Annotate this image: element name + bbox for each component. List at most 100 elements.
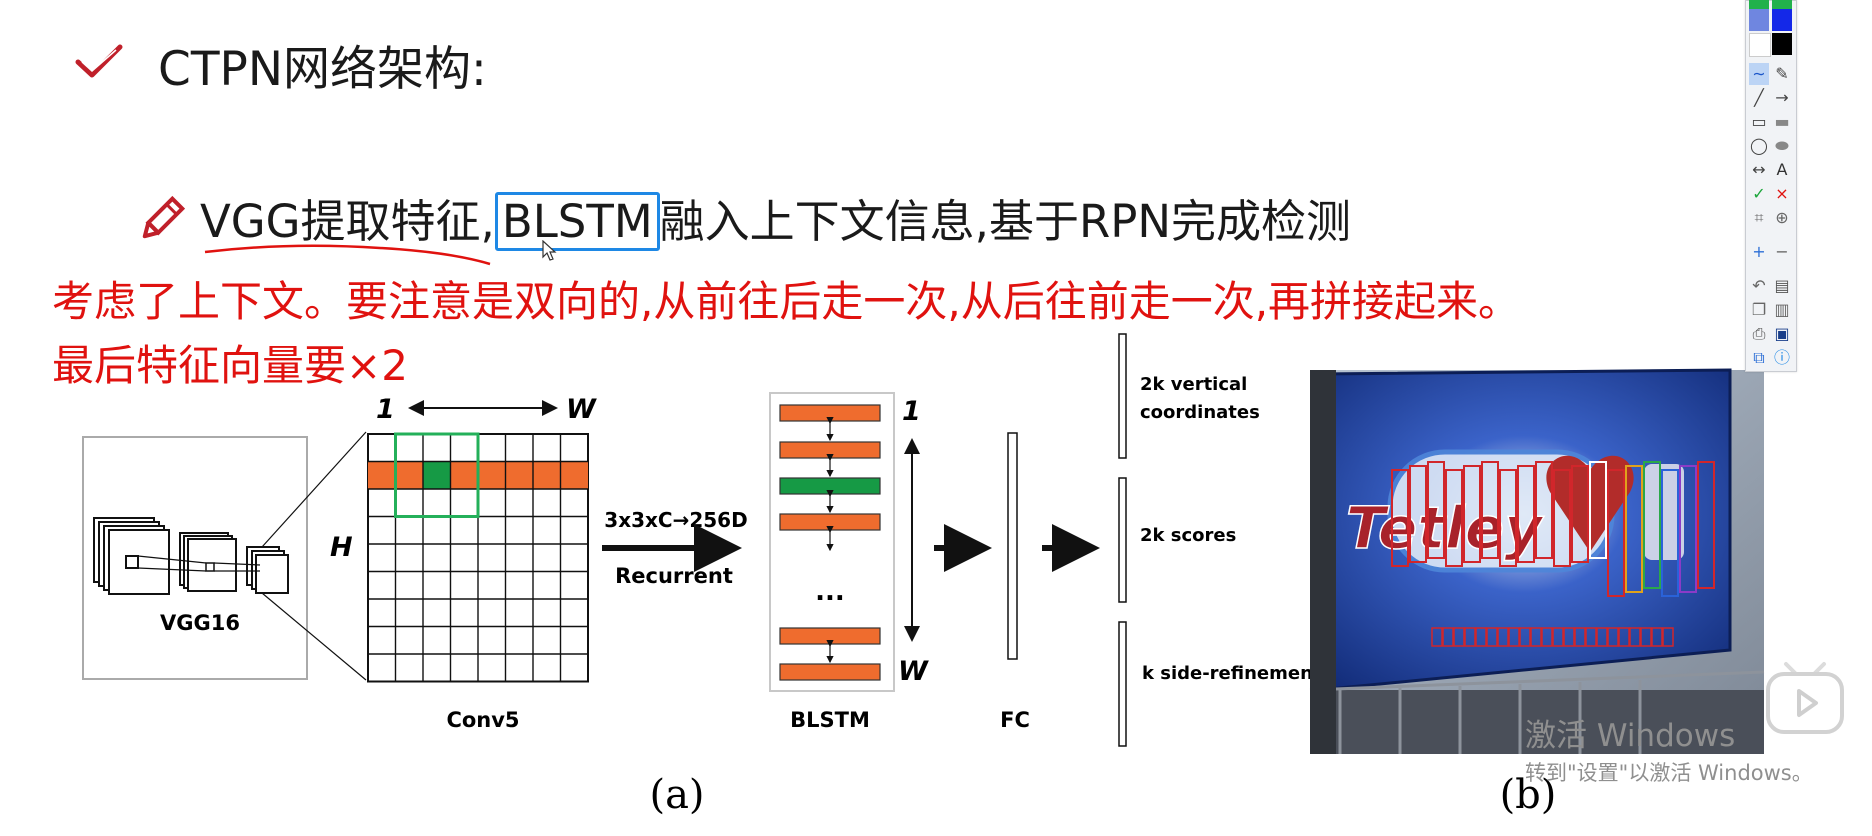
filled-rectangle-icon[interactable]: ▬ <box>1774 112 1790 131</box>
fc-label: FC <box>1000 708 1030 732</box>
conv5-axis-w: W <box>566 394 597 425</box>
small-proposal-box <box>1563 627 1575 647</box>
arrow-tool-icon[interactable]: → <box>1775 88 1789 107</box>
text-proposal-box <box>1625 465 1643 593</box>
output-refinement: k side-refinement <box>1142 663 1322 684</box>
color-black-swatch[interactable] <box>1772 33 1792 55</box>
text-proposal-box <box>1697 461 1715 589</box>
small-proposal-box <box>1508 627 1520 647</box>
play-button-icon[interactable] <box>1762 658 1848 738</box>
small-proposal-box <box>1475 627 1487 647</box>
color-lightblue-swatch[interactable] <box>1749 9 1769 31</box>
slide-title: CTPN网络架构: <box>158 42 487 97</box>
grid-green-cell <box>423 461 451 489</box>
exit-icon[interactable]: ⧉ <box>1753 348 1765 367</box>
arrow-label-3x3: 3x3xC→256D <box>604 508 747 532</box>
small-proposal-box <box>1486 627 1498 647</box>
copy-icon[interactable]: ❐ <box>1751 300 1767 319</box>
check-mark-icon[interactable]: ✓ <box>1752 184 1766 203</box>
trash-icon[interactable]: ▤ <box>1774 276 1790 295</box>
eraser-icon[interactable]: ✎ <box>1775 64 1789 83</box>
small-proposal-box <box>1453 627 1465 647</box>
blstm-highlight-box: BLSTM <box>494 192 660 251</box>
grid-frame <box>367 433 589 683</box>
ellipse-tool-icon[interactable]: ◯ <box>1750 136 1768 155</box>
conv5-axis-h: H <box>330 532 353 563</box>
color-white-swatch[interactable] <box>1749 33 1771 57</box>
minus-icon[interactable]: − <box>1775 242 1789 261</box>
output-bar-refinement <box>1118 621 1127 747</box>
output-vertical-line2: coordinates <box>1140 402 1260 423</box>
blstm-block: ... 1 W BLSTM <box>769 392 929 732</box>
small-proposal-box <box>1574 627 1586 647</box>
annotation-line-1: 考虑了上下文。要注意是双向的,从前往后走一次,从后往前走一次,再拼接起来。 <box>52 277 1521 326</box>
filled-ellipse-icon[interactable]: ⬬ <box>1775 136 1789 155</box>
clipboard-icon[interactable]: ▥ <box>1774 300 1790 319</box>
bullet-suffix: 融入上下文信息,基于RPN完成检测 <box>659 195 1352 248</box>
double-arrow-icon[interactable]: ↔ <box>1752 160 1766 179</box>
line-tool-icon[interactable]: ╱ <box>1754 88 1764 107</box>
billboard-text: Tetley <box>1346 494 1544 562</box>
blstm-dots: ... <box>815 577 845 607</box>
caption-a: (a) <box>649 772 704 818</box>
text-proposal-box <box>1643 461 1661 589</box>
small-proposal-box <box>1519 627 1531 647</box>
small-proposal-box <box>1530 627 1542 647</box>
plus-icon[interactable]: + <box>1752 242 1766 261</box>
text-proposal-box <box>1571 465 1589 563</box>
color-blue-swatch[interactable] <box>1772 9 1792 31</box>
vgg16-block: VGG16 <box>82 436 308 680</box>
text-proposal-box <box>1517 465 1535 563</box>
mouse-cursor-icon <box>542 240 557 261</box>
zoom-icon[interactable]: ⊕ <box>1775 208 1789 227</box>
small-proposal-box <box>1651 627 1663 647</box>
info-icon[interactable]: ⓘ <box>1773 348 1790 367</box>
text-proposal-box <box>1589 461 1607 559</box>
small-proposal-box <box>1585 627 1597 647</box>
conv5-label: Conv5 <box>446 708 519 732</box>
output-vertical-line1: 2k vertical <box>1140 374 1247 395</box>
freehand-pen-icon[interactable]: ∼ <box>1749 63 1769 85</box>
output-scores: 2k scores <box>1140 525 1236 546</box>
print-icon[interactable]: ⎙ <box>1752 324 1766 343</box>
watermark-line-2: 转到"设置"以激活 Windows。 <box>1525 761 1813 785</box>
small-proposal-box <box>1431 627 1443 647</box>
drawing-toolbar[interactable]: ∼ ✎ ╱ → ▭ ▬ ◯ ⬬ ↔ A ✓ × ⌗ ⊕ +− ↶ ▤ ❐ ▥ ⎙ ▣ ⧉ ⓘ <box>1745 0 1797 372</box>
text-proposal-box <box>1661 469 1679 597</box>
small-proposal-box <box>1607 627 1619 647</box>
pencil-icon <box>142 195 186 239</box>
vgg16-label: VGG16 <box>160 611 240 635</box>
output-bar-vertical <box>1118 333 1127 459</box>
small-proposal-box <box>1618 627 1630 647</box>
text-proposal-box <box>1535 461 1553 559</box>
output-bar-scores <box>1118 477 1127 603</box>
conv5-feature-grid <box>367 432 589 683</box>
small-proposal-box <box>1497 627 1509 647</box>
annotation-line-2: 最后特征向量要×2 <box>52 341 408 390</box>
text-proposal-box <box>1463 465 1481 563</box>
text-tool-icon[interactable]: A <box>1776 160 1788 179</box>
conv5-axis-one: 1 <box>376 394 395 425</box>
small-proposal-box <box>1552 627 1564 647</box>
text-proposal-box <box>1607 469 1625 597</box>
crop-icon[interactable]: ⌗ <box>1754 208 1764 227</box>
undo-icon[interactable]: ↶ <box>1752 276 1766 295</box>
text-proposal-box <box>1553 469 1571 567</box>
cross-mark-icon[interactable]: × <box>1775 184 1789 203</box>
text-proposal-box <box>1391 469 1409 567</box>
blstm-axis-one: 1 <box>902 396 921 427</box>
text-proposal-box <box>1409 465 1427 563</box>
red-underline-stroke <box>204 244 491 266</box>
fc-layer-bar <box>1007 432 1018 660</box>
bullet-prefix: VGG提取特征, <box>200 195 495 248</box>
small-proposal-box <box>1596 627 1608 647</box>
windows-activation-watermark: 激活 Windows 转到"设置"以激活 Windows。 <box>1525 710 1813 787</box>
arrow-label-recurrent: Recurrent <box>615 564 733 588</box>
text-proposal-box <box>1481 461 1499 559</box>
small-proposal-box <box>1464 627 1476 647</box>
rectangle-tool-icon[interactable]: ▭ <box>1751 112 1767 131</box>
save-icon[interactable]: ▣ <box>1774 324 1790 343</box>
small-proposal-box <box>1541 627 1553 647</box>
text-proposal-box <box>1445 469 1463 567</box>
